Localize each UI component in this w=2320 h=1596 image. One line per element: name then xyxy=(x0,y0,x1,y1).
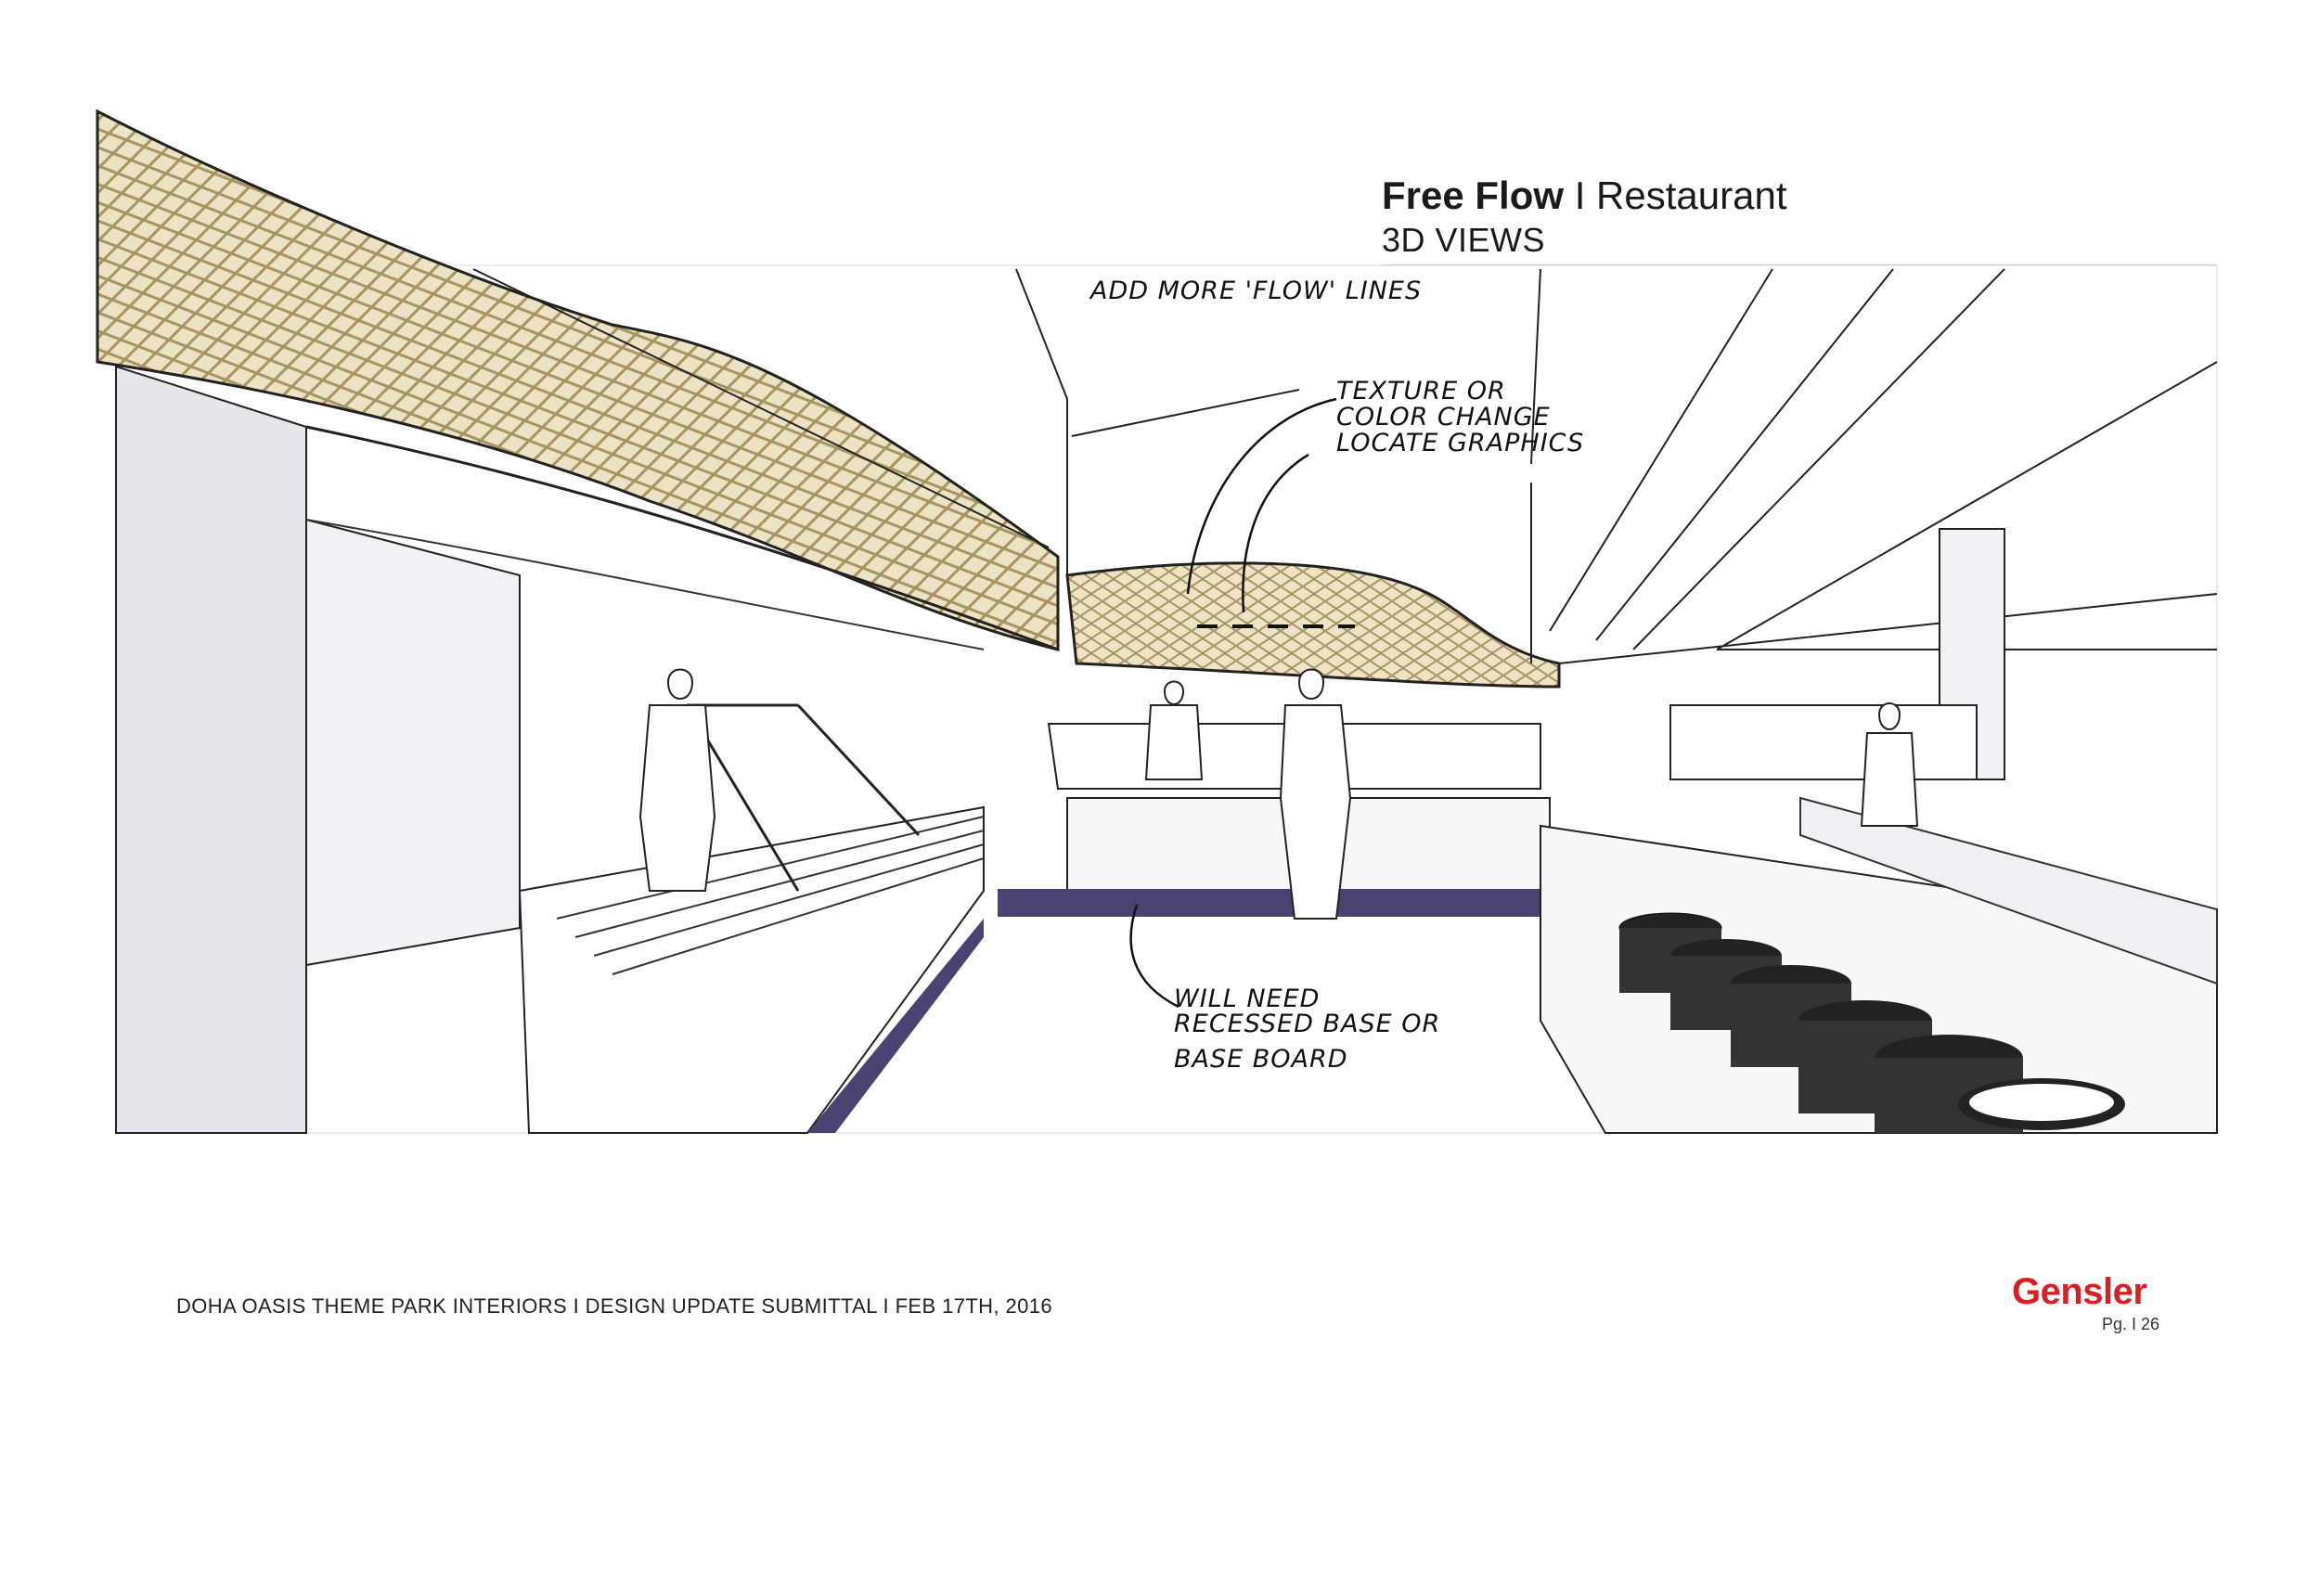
note-texture-2: COLOR CHANGE xyxy=(1336,403,1551,431)
plate-stacks xyxy=(1618,912,2125,1133)
annotation-arrow-1 xyxy=(1186,397,1337,595)
note-flow-lines: ADD MORE 'FLOW' LINES xyxy=(1089,277,1422,305)
ceiling-lines xyxy=(472,268,1541,663)
page-subtitle: 3D VIEWS xyxy=(1382,221,1546,259)
ceiling-edge-lower xyxy=(305,519,985,650)
annotation-arrow-3 xyxy=(1129,904,1179,1009)
title-strong: Free Flow xyxy=(1382,174,1565,217)
title-block: Free Flow I Restaurant 3D VIEWS xyxy=(1382,173,1787,262)
brand-logo: Gensler xyxy=(2012,1271,2147,1312)
note-base-2: RECESSED BASE OR xyxy=(1174,1010,1440,1038)
back-counter-base xyxy=(998,889,1554,917)
figures xyxy=(638,668,1919,920)
right-display xyxy=(1669,704,1978,780)
right-ceiling-beams xyxy=(1549,268,2218,664)
title-rest: I Restaurant xyxy=(1564,174,1787,217)
page-title: Free Flow I Restaurant xyxy=(1382,173,1787,219)
glass-partition xyxy=(1799,796,2218,985)
counter-lines xyxy=(556,816,985,975)
note-texture-1: TEXTURE OR xyxy=(1336,377,1506,405)
note-base-3: BASE BOARD xyxy=(1174,1045,1348,1074)
ceiling-edge xyxy=(305,425,1059,651)
title-rule xyxy=(1382,264,2217,265)
ceiling-mesh-band xyxy=(96,109,1060,651)
note-texture-3: LOCATE GRAPHICS xyxy=(1336,429,1584,457)
note-base-1: WILL NEED xyxy=(1174,985,1320,1013)
project-footer: DOHA OASIS THEME PARK INTERIORS I DESIGN… xyxy=(176,1294,1053,1318)
left-wall xyxy=(115,365,307,1134)
serving-counter-base xyxy=(807,919,984,1133)
annotation-arrow-2 xyxy=(1242,453,1309,613)
sneeze-guard-back xyxy=(1047,723,1541,790)
page-number: Pg. I 26 xyxy=(2102,1315,2160,1333)
left-counter-front xyxy=(305,518,521,967)
